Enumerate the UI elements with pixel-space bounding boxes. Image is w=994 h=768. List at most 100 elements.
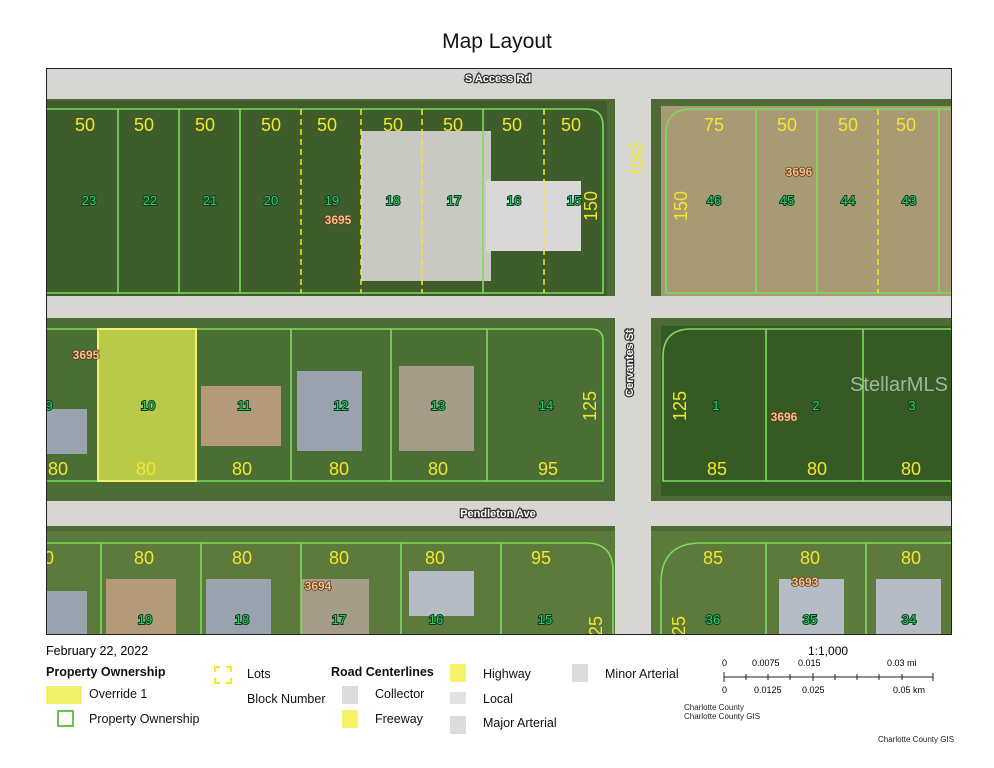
frontage-dimension: 50 [383, 115, 403, 135]
frontage-dimension: 80 [48, 459, 68, 479]
frontage-dimension: 50 [896, 115, 916, 135]
watermark: StellarMLS [850, 374, 948, 396]
frontage-dimension: 80 [425, 548, 445, 568]
frontage-dimension: 75 [704, 115, 724, 135]
frontage-dimension: 85 [703, 548, 723, 568]
frontage-dimension: 80 [428, 459, 448, 479]
lot-number: 15 [567, 193, 581, 208]
frontage-dimension: 25 [586, 616, 606, 635]
lots-swatch [214, 666, 232, 684]
frontage-dimension: 80 [134, 548, 154, 568]
legend-block-number: Block Number [247, 692, 326, 706]
lot-number: 18 [386, 193, 400, 208]
lot-number: 13 [431, 398, 445, 413]
scale-bar-graphic [723, 672, 934, 682]
scale-mi-tick: 0.0075 [752, 658, 780, 668]
block-number: 3695 [325, 213, 352, 227]
legend-local: Local [483, 692, 513, 706]
lot-number: 19 [325, 193, 339, 208]
scale-mi-tick: 0.03 mi [887, 658, 917, 668]
block-number: 3693 [792, 575, 819, 589]
lot-number: 3 [908, 398, 915, 413]
frontage-dimension: 50 [195, 115, 215, 135]
scale-km-tick: 0 [722, 685, 728, 695]
lot-number: 18 [235, 612, 249, 627]
lot-number: 22 [143, 193, 157, 208]
lot-number: 36 [706, 612, 720, 627]
frontage-dimension: 80 [136, 459, 156, 479]
legend-minor-arterial: Minor Arterial [605, 667, 679, 681]
frontage-dimension: 95 [531, 548, 551, 568]
legend-freeway: Freeway [375, 712, 423, 726]
frontage-dimension: (50) [627, 142, 647, 174]
scale-km-tick: 0.0125 [754, 685, 782, 695]
legend-highway: Highway [483, 667, 531, 681]
lot-lines-dashed [300, 109, 879, 293]
frontage-dimension: 50 [443, 115, 463, 135]
legend-collector: Collector [375, 687, 425, 701]
scale-mi-tick: 0 [722, 658, 728, 668]
lot-number: 14 [539, 398, 553, 413]
credit-line-2: Charlotte County GIS [684, 712, 761, 721]
lot-number: 34 [902, 612, 916, 627]
frontage-dimension: 50 [502, 115, 522, 135]
frontage-dimension: 50 [75, 115, 95, 135]
page-title: Map Layout [442, 30, 552, 53]
legend-major-arterial: Major Arterial [483, 716, 557, 730]
lot-number: 46 [707, 193, 721, 208]
block-number: 3695 [73, 348, 100, 362]
override-parcel-10[interactable] [97, 328, 197, 482]
map-date: February 22, 2022 [46, 644, 149, 658]
block-number: 3694 [305, 579, 332, 593]
frontage-dimension: 80 [807, 459, 827, 479]
lot-number: 16 [429, 612, 443, 627]
frontage-dimension: 0 [46, 548, 54, 568]
frontage-dimension: 50 [134, 115, 154, 135]
override-swatch [46, 686, 82, 704]
scale-mi-tick: 0.015 [798, 658, 821, 668]
lot-number: 17 [332, 612, 346, 627]
lot-number: 15 [538, 612, 552, 627]
lot-number: 10 [141, 398, 155, 413]
scale-km-tick: 0.025 [802, 685, 825, 695]
lot-number: 12 [334, 398, 348, 413]
road-label-pendleton-ave: Pendleton Ave [460, 508, 536, 520]
road-label-cervantes-st: Cervantes St [624, 329, 636, 397]
lot-number: 21 [203, 193, 217, 208]
frontage-dimension: 25 [669, 616, 689, 635]
lot-number: 23 [82, 193, 96, 208]
aerial-background [47, 69, 951, 634]
frontage-dimension: 50 [777, 115, 797, 135]
frontage-dimension: 125 [580, 391, 600, 421]
lot-number: 19 [138, 612, 152, 627]
frontage-dimension: 80 [800, 548, 820, 568]
credit-line-1: Charlotte County [684, 703, 745, 712]
frontage-dimension: 80 [901, 459, 921, 479]
frontage-dimension: 50 [561, 115, 581, 135]
road-label-s-access-rd: S Access Rd [465, 73, 531, 85]
frontage-dimension: 50 [317, 115, 337, 135]
frontage-dimension: 80 [329, 459, 349, 479]
frontage-dimension: 80 [232, 459, 252, 479]
block-number: 3696 [786, 165, 813, 179]
frontage-dimension: 85 [707, 459, 727, 479]
lot-number: 16 [507, 193, 521, 208]
legend-property-ownership-title: Property Ownership [46, 665, 166, 679]
lot-number: 2 [812, 398, 819, 413]
lot-number: 43 [902, 193, 916, 208]
footer-credit: Charlotte County GIS [878, 735, 955, 744]
lot-number: 9 [46, 398, 53, 413]
scale-ratio: 1:1,000 [808, 644, 849, 658]
scale-km-tick: 0.05 km [893, 685, 926, 695]
roads [47, 69, 951, 634]
frontage-dimension: 125 [670, 391, 690, 421]
block-number: 3696 [771, 410, 798, 424]
lot-number: 20 [264, 193, 278, 208]
frontage-dimension: 150 [581, 191, 601, 221]
lot-number: 44 [841, 193, 855, 208]
frontage-dimension: 150 [671, 191, 691, 221]
freeway-swatch [342, 710, 358, 728]
lot-number: 45 [780, 193, 794, 208]
collector-swatch [342, 686, 358, 704]
